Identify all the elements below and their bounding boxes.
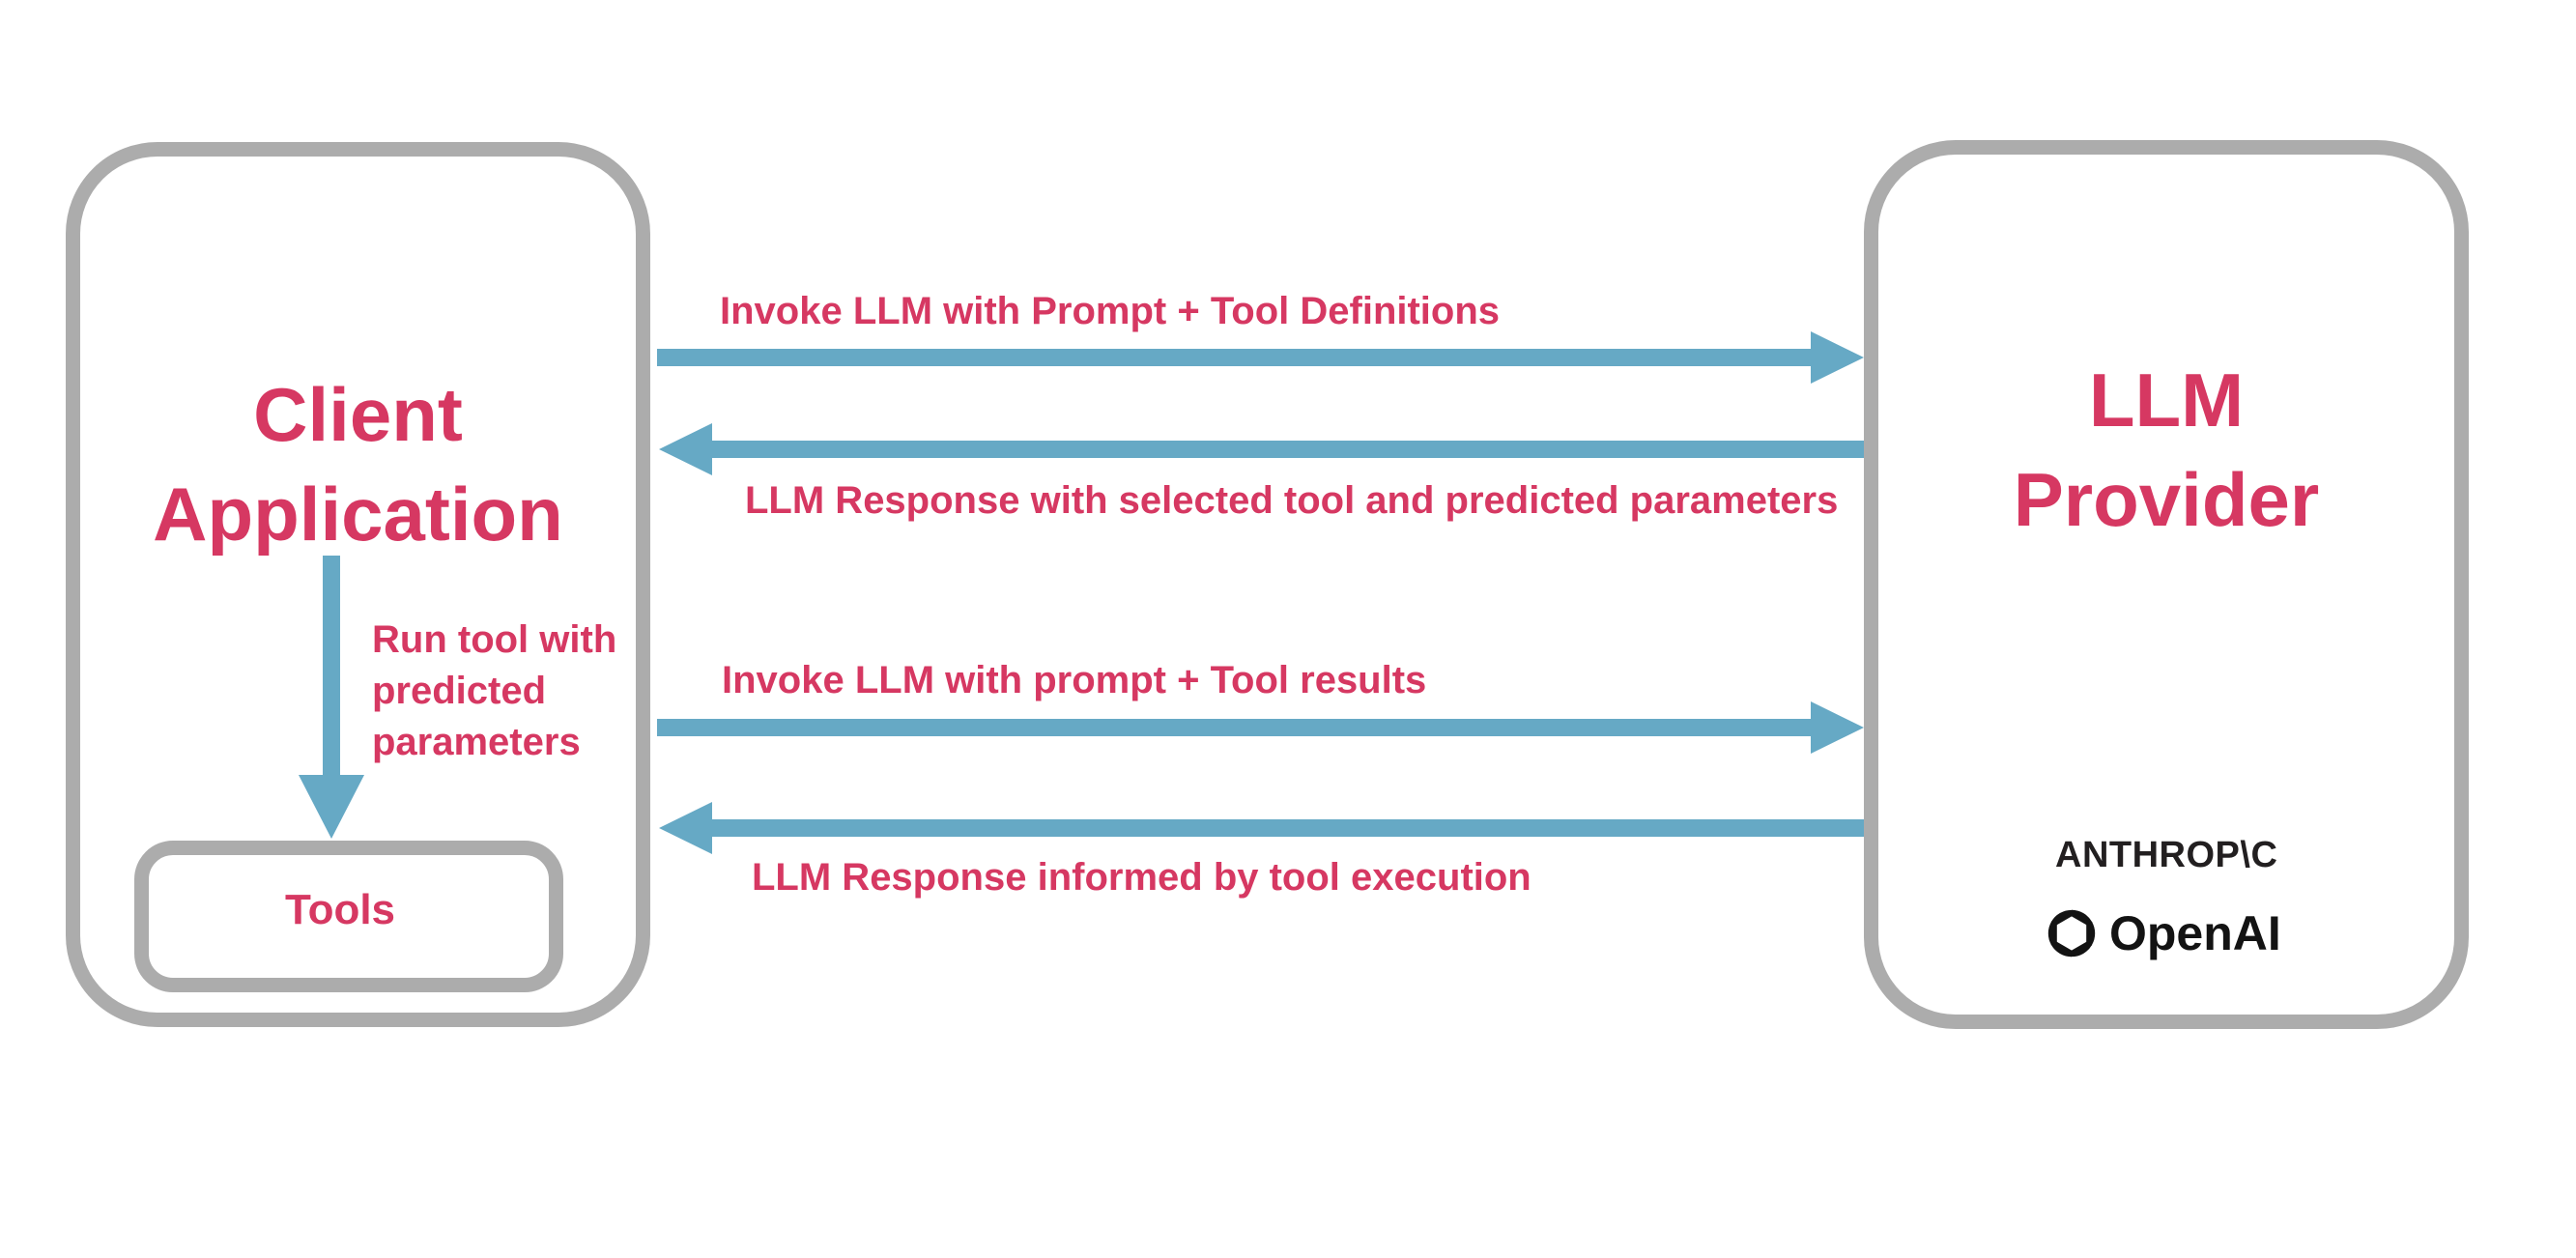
client-application-title: Client Application [66,365,650,564]
client-title-line2: Application [153,472,563,557]
llm-title-line1: LLM [2088,357,2245,443]
anthropic-logo: ANTHROP\C [2055,835,2278,875]
arrow3-label: Invoke LLM with prompt + Tool results [722,659,1427,701]
arrow1-shaft [657,349,1813,366]
openai-wordmark: OpenAI [2109,906,2281,960]
openai-logo: OpenAI [2043,904,2281,962]
arrow1-head-icon [1811,331,1864,384]
client-application-box [66,142,650,1027]
arrow4-head-icon [659,802,712,854]
arrow3-head-icon [1811,701,1864,754]
arrow2-shaft [710,441,1864,458]
run-tool-label: Run tool with predicted parameters [372,618,617,763]
tools-box: Tools [134,841,563,992]
llm-title-line2: Provider [2013,457,2320,542]
tools-label: Tools [284,885,396,933]
openai-icon [2047,909,2096,958]
client-title-line1: Client [253,372,463,457]
down-arrow-head-icon [299,775,364,839]
arrow1-label: Invoke LLM with Prompt + Tool Definition… [720,290,1501,332]
down-arrow-shaft [323,556,340,778]
arrow2-label: LLM Response with selected tool and pred… [745,479,1839,522]
arrow3-shaft [657,719,1813,736]
arrow2-head-icon [659,423,712,475]
arrow4-label: LLM Response informed by tool execution [752,856,1531,899]
arrow4-shaft [710,819,1864,837]
llm-provider-box [1864,140,2469,1029]
llm-provider-title: LLM Provider [1864,351,2469,550]
